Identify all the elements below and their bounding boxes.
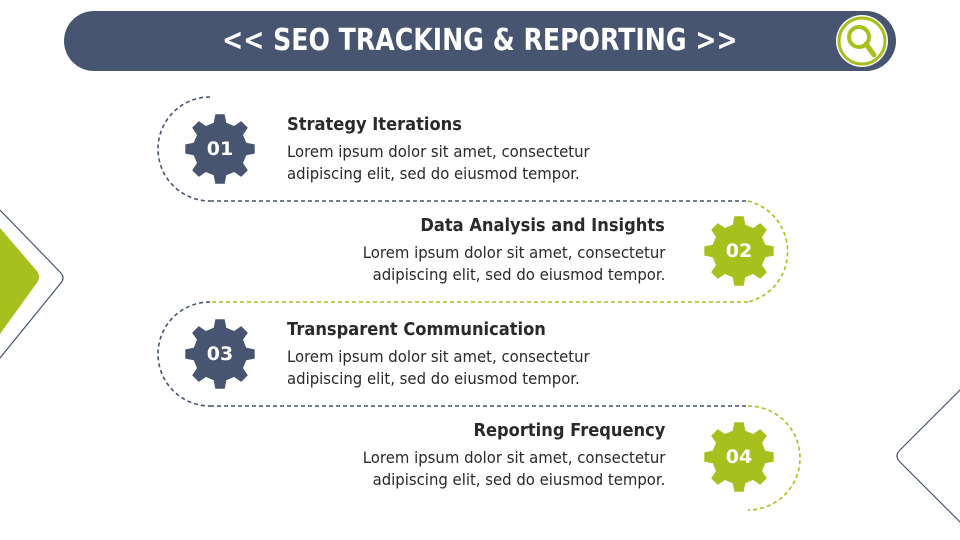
right-outline-chevron bbox=[896, 389, 960, 523]
step-1-gear: 01 bbox=[183, 112, 257, 186]
step-4-gear: 04 bbox=[702, 420, 776, 494]
step-3-description: Lorem ipsum dolor sit amet, consectetur … bbox=[287, 347, 590, 388]
step-4-description: Lorem ipsum dolor sit amet, consectetur … bbox=[362, 448, 665, 489]
step-1-description: Lorem ipsum dolor sit amet, consectetur … bbox=[287, 142, 590, 183]
left-green-arrow bbox=[0, 228, 39, 334]
step-1-number: 01 bbox=[206, 138, 234, 160]
step-2-gear: 02 bbox=[702, 214, 776, 288]
page-title: << SEO TRACKING & REPORTING >> bbox=[222, 23, 738, 58]
magnifier-icon bbox=[836, 15, 888, 67]
step-3-title: Transparent Communication bbox=[287, 320, 546, 340]
step-2-title: Data Analysis and Insights bbox=[420, 216, 665, 236]
step-2-number: 02 bbox=[725, 240, 753, 262]
timeline-path bbox=[157, 96, 801, 511]
step-2-description: Lorem ipsum dolor sit amet, consectetur … bbox=[362, 243, 665, 284]
title-bar: << SEO TRACKING & REPORTING >> bbox=[64, 11, 896, 71]
step-1-title: Strategy Iterations bbox=[287, 115, 462, 135]
gear-icon bbox=[704, 216, 774, 286]
gear-icon bbox=[185, 319, 255, 389]
left-outline-chevron bbox=[0, 209, 64, 359]
step-3-number: 03 bbox=[206, 343, 234, 365]
step-4-title: Reporting Frequency bbox=[473, 421, 665, 441]
gear-icon bbox=[704, 422, 774, 492]
step-3-gear: 03 bbox=[183, 317, 257, 391]
gear-icon bbox=[185, 114, 255, 184]
step-4-number: 04 bbox=[725, 446, 753, 468]
